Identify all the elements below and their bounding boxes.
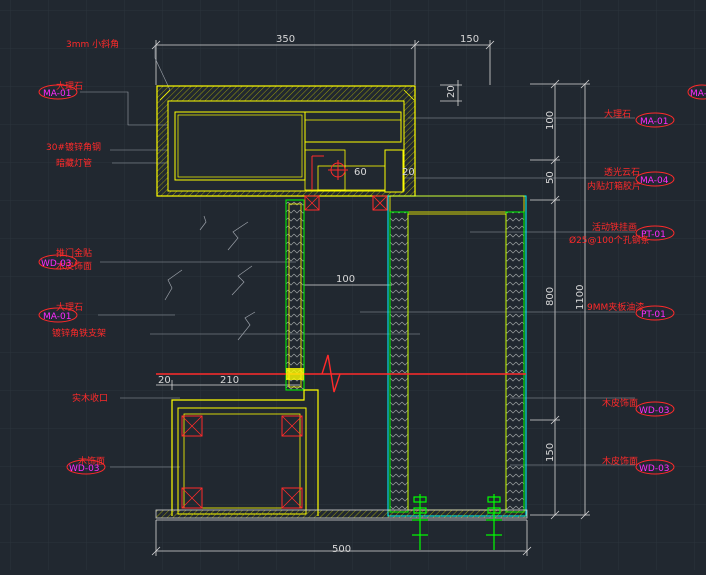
section-cut-line bbox=[156, 354, 526, 393]
dim-vert-150: 150 bbox=[545, 443, 556, 462]
note-plywood-paint: 9MM夹板油漆 bbox=[587, 301, 644, 313]
dim-vert-50: 50 bbox=[545, 171, 556, 184]
dim-top-right: 150 bbox=[460, 34, 479, 45]
dim-inner-20: 20 bbox=[402, 167, 415, 178]
left-narrow-panel bbox=[285, 195, 320, 391]
dimension-texts: 350 150 20 100 50 800 1100 150 60 20 100… bbox=[158, 34, 586, 555]
note-hidden-lamp: 暗藏灯管 bbox=[56, 157, 92, 169]
note-veneer-right-b: 木皮饰面 bbox=[602, 455, 638, 467]
note-angle-steel: 30#镀锌角钢 bbox=[46, 141, 101, 153]
note-right-marble: 大理石 bbox=[604, 108, 631, 120]
tag-left-ma01-a: MA-01 bbox=[43, 89, 71, 99]
lamp-symbol bbox=[311, 155, 348, 190]
left-tags: MA-01 WD-03 MA-01 WD-03 bbox=[41, 89, 100, 474]
right-annotations: 大理石 透光云石 内贴灯箱胶片 活动铁挂画 Ø25@100个孔钢条 9MM夹板油… bbox=[569, 108, 650, 467]
note-hanger: 活动铁挂画 bbox=[592, 221, 637, 233]
note-marble-top: 大理石 bbox=[56, 80, 83, 92]
dim-vert-top: 20 bbox=[446, 85, 457, 98]
tag-right-wd03-b: WD-03 bbox=[639, 464, 670, 474]
tag-left-ma01-b: MA-01 bbox=[43, 312, 71, 322]
dim-left-20: 20 bbox=[158, 375, 171, 386]
top-marble-head bbox=[156, 85, 416, 197]
note-marble-mid: 大理石 bbox=[56, 301, 83, 313]
tag-edge-ma: MA- bbox=[690, 89, 706, 99]
left-annotations: 3mm 小斜角 大理石 30#镀锌角钢 暗藏灯管 推门金贴 木皮饰面 大理石 镀… bbox=[46, 38, 119, 467]
dim-inner-60: 60 bbox=[354, 167, 367, 178]
tag-right-ma01: MA-01 bbox=[640, 117, 668, 127]
dim-left-210: 210 bbox=[220, 375, 239, 386]
tag-ellipses bbox=[38, 84, 706, 475]
tag-right-pt01-b: PT-01 bbox=[641, 310, 666, 320]
note-veneer-right-a: 木皮饰面 bbox=[602, 397, 638, 409]
tag-right-ma04: MA-04 bbox=[640, 176, 669, 186]
note-lightbox-film: 内贴灯箱胶片 bbox=[587, 180, 641, 192]
anchor-bolts bbox=[412, 494, 502, 550]
tag-left-wd03-b: WD-03 bbox=[69, 464, 100, 474]
note-door-gold: 推门金贴 bbox=[56, 247, 92, 259]
dim-mid-100: 100 bbox=[336, 274, 355, 285]
dim-top-left: 350 bbox=[276, 34, 295, 45]
note-veneer: 木皮饰面 bbox=[56, 260, 92, 272]
note-wood-finish: 木饰面 bbox=[78, 455, 105, 467]
note-translucent-stone: 透光云石 bbox=[604, 166, 640, 178]
dim-vert-800: 800 bbox=[545, 287, 556, 306]
right-tags: MA-01 MA-04 PT-01 PT-01 WD-03 WD-03 MA- bbox=[639, 89, 706, 474]
marble-texture-marks bbox=[164, 215, 256, 341]
note-solid-wood-edge: 实木收口 bbox=[72, 392, 108, 404]
dim-vert-1100: 1100 bbox=[575, 285, 586, 310]
note-steel-bar: Ø25@100个孔钢条 bbox=[569, 234, 650, 246]
tag-left-wd03-a: WD-03 bbox=[41, 259, 72, 269]
dim-vert-100: 100 bbox=[545, 111, 556, 130]
tag-right-wd03-a: WD-03 bbox=[639, 406, 670, 416]
dim-bottom: 500 bbox=[332, 544, 351, 555]
dimension-lines bbox=[151, 40, 590, 556]
note-bracket: 镀锌角铁支架 bbox=[52, 327, 106, 339]
tag-right-pt01-a: PT-01 bbox=[641, 230, 666, 240]
note-bevel: 3mm 小斜角 bbox=[66, 38, 119, 50]
floor-line bbox=[155, 509, 528, 521]
